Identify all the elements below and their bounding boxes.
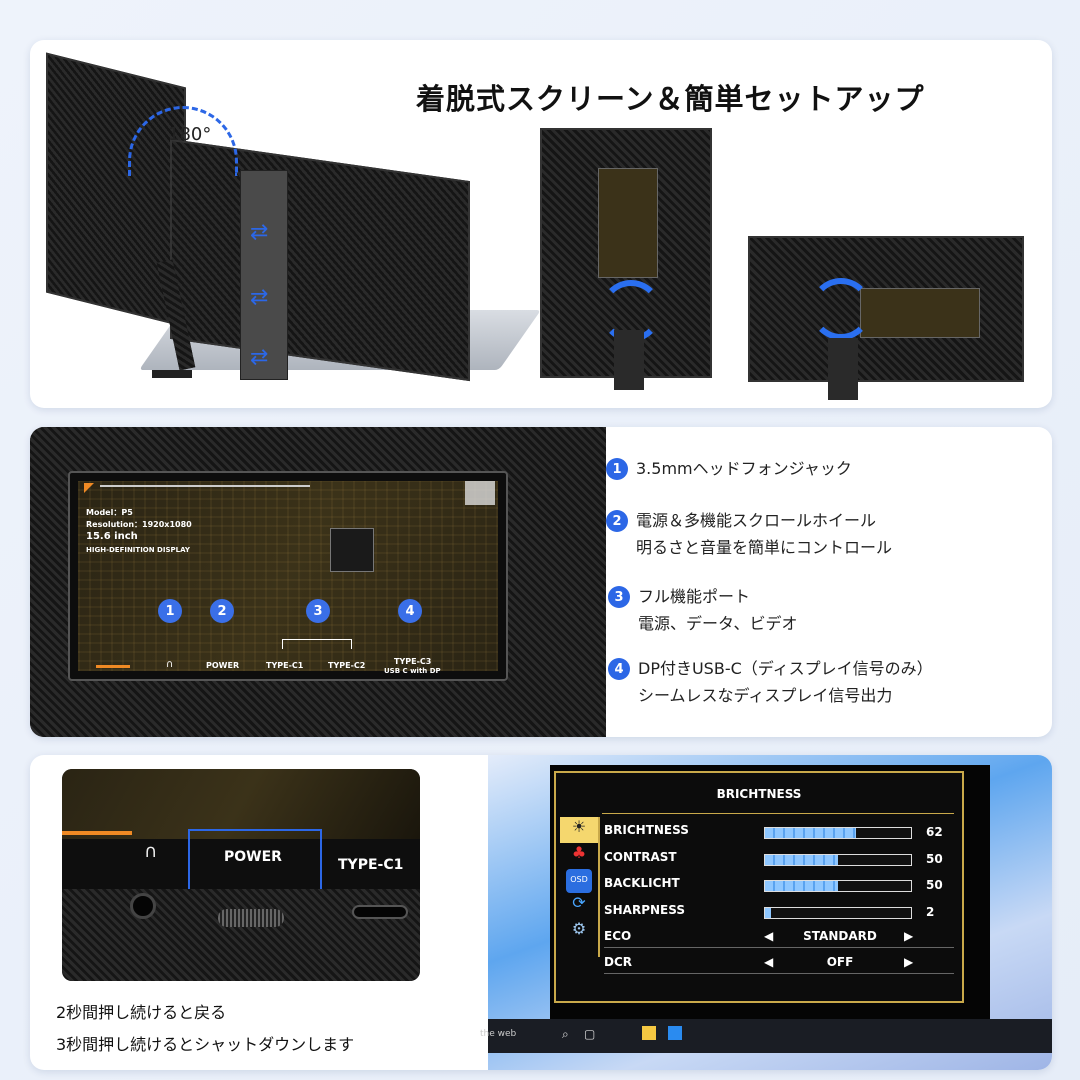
taskbar: the web ⌕ ▢ <box>480 1019 1052 1053</box>
port-badge-1: 1 <box>158 599 182 623</box>
brightness-bar[interactable] <box>764 827 912 839</box>
wheel-osd-panel: ∩ POWER TYPE-C1 2秒間押し続けると戻る 3秒間押し続けるとシャッ… <box>30 755 1052 1070</box>
feature-1: 1 3.5mmヘッドフォンジャック <box>606 455 852 482</box>
resolution-label: Resolution：1920x1080 <box>86 520 192 529</box>
typec2-port-label: TYPE-C2 <box>328 661 366 670</box>
power-label: POWER <box>224 849 282 865</box>
rotate-icon <box>810 278 872 340</box>
display-type-label: HIGH-DEFINITION DISPLAY <box>86 546 190 554</box>
feature-4: 4 DP付きUSB-C（ディスプレイ信号のみ） シームレスなディスプレイ信号出力 <box>608 655 933 709</box>
eco-value: STANDARD <box>803 929 877 943</box>
ports-panel: Model：P5 Resolution：1920x1080 15.6 inch … <box>30 427 1052 737</box>
backlight-bar[interactable] <box>764 880 912 892</box>
brightness-tab-icon[interactable]: ☀ <box>560 817 598 843</box>
feature-4-line2: シームレスなディスプレイ信号出力 <box>638 686 893 705</box>
sharpness-bar[interactable] <box>764 907 912 919</box>
port-badge-3: 3 <box>306 599 330 623</box>
feature-2-line2: 明るさと音量を簡単にコントロール <box>636 538 893 557</box>
feature-2: 2 電源＆多機能スクロールホイール 明るさと音量を簡単にコントロール <box>606 507 893 561</box>
typec1-label: TYPE-C1 <box>338 857 404 873</box>
laptop-illustration: ⇄ ⇄ ⇄ 180° <box>40 52 542 400</box>
port-badge-4: 4 <box>398 599 422 623</box>
monitor-photo: the web ⌕ ▢ BRICHTNESS ☀ ♣ OSD ⟳ ⚙ BRICH… <box>480 755 1052 1070</box>
headline: 着脱式スクリーン＆簡単セットアップ <box>416 82 925 116</box>
osd-sidebar: ☀ ♣ OSD ⟳ ⚙ <box>560 817 600 957</box>
contrast-bar[interactable] <box>764 854 912 866</box>
osd-row-dcr[interactable]: DCR ◀ OFF ▶ <box>604 955 914 969</box>
setup-panel: 着脱式スクリーン＆簡単セットアップ ⇄ ⇄ ⇄ 180° <box>30 40 1052 408</box>
osd-row-brightness[interactable]: BRICHTNESS 62 <box>604 823 943 839</box>
scroll-wheel <box>218 909 284 927</box>
swap-icon: ⇄ <box>250 285 269 310</box>
dcr-next-icon[interactable]: ▶ <box>904 955 914 969</box>
settings-tab-icon[interactable]: ⚙ <box>571 919 587 938</box>
explorer-icon <box>642 1026 656 1040</box>
store-icon <box>668 1026 682 1040</box>
headphone-icon: ∩ <box>144 841 158 862</box>
device-edge-photo: Model：P5 Resolution：1920x1080 15.6 inch … <box>30 427 606 737</box>
feature-2-line1: 電源＆多機能スクロールホイール <box>636 511 877 530</box>
feature-3: 3 フル機能ポート 電源、データ、ビデオ <box>608 583 798 637</box>
model-label: Model：P5 <box>86 508 133 517</box>
osd-menu: BRICHTNESS ☀ ♣ OSD ⟳ ⚙ BRICHTNESS 62 CON… <box>554 771 964 1003</box>
landscape-screen <box>748 236 1024 400</box>
osd-title: BRICHTNESS <box>716 787 802 801</box>
eco-next-icon[interactable]: ▶ <box>904 929 914 943</box>
headphone-icon: ∩ <box>166 659 174 670</box>
taskbar-search-text: the web <box>480 1029 517 1039</box>
port-badge-2: 2 <box>210 599 234 623</box>
osd-row-sharpness[interactable]: SHARPNESS 2 <box>604 903 935 919</box>
instruction-1: 2秒間押し続けると戻る <box>56 1003 227 1022</box>
swap-icon: ⇄ <box>250 345 269 370</box>
feature-3-line1: フル機能ポート <box>638 587 751 606</box>
osd-row-contrast[interactable]: CONTRAST 50 <box>604 850 943 866</box>
rotation-label: 180° <box>168 124 212 145</box>
typec3-port-label: TYPE-C3 <box>394 657 432 666</box>
reset-tab-icon[interactable]: ⟳ <box>572 893 586 912</box>
search-icon: ⌕ <box>562 1027 569 1041</box>
typec-port <box>352 905 408 919</box>
osd-row-backlight[interactable]: BACKLICHT 50 <box>604 876 943 892</box>
taskview-icon: ▢ <box>584 1027 596 1041</box>
feature-3-line2: 電源、データ、ビデオ <box>638 614 798 633</box>
typec3-sub-label: USB C with DP <box>384 667 441 675</box>
jack-hole <box>130 893 156 919</box>
power-port-label: POWER <box>206 661 240 670</box>
feature-1-text: 3.5mmヘッドフォンジャック <box>636 459 852 478</box>
typec1-port-label: TYPE-C1 <box>266 661 304 670</box>
size-label: 15.6 inch <box>86 531 138 542</box>
swap-icon: ⇄ <box>250 220 269 245</box>
dcr-prev-icon[interactable]: ◀ <box>764 955 774 969</box>
osd-tab-icon[interactable]: OSD <box>566 869 592 893</box>
instruction-2: 3秒間押し続けるとシャットダウンします <box>56 1035 355 1054</box>
portrait-screen <box>540 128 712 390</box>
screen-panel: Model：P5 Resolution：1920x1080 15.6 inch … <box>68 471 508 681</box>
feature-4-line1: DP付きUSB-C（ディスプレイ信号のみ） <box>638 659 933 678</box>
closeup-photo: ∩ POWER TYPE-C1 <box>62 769 420 981</box>
osd-row-eco[interactable]: ECO ◀ STANDARD ▶ <box>604 929 914 943</box>
color-tab-icon[interactable]: ♣ <box>571 843 587 862</box>
dcr-value: OFF <box>826 955 854 969</box>
eco-prev-icon[interactable]: ◀ <box>764 929 774 943</box>
